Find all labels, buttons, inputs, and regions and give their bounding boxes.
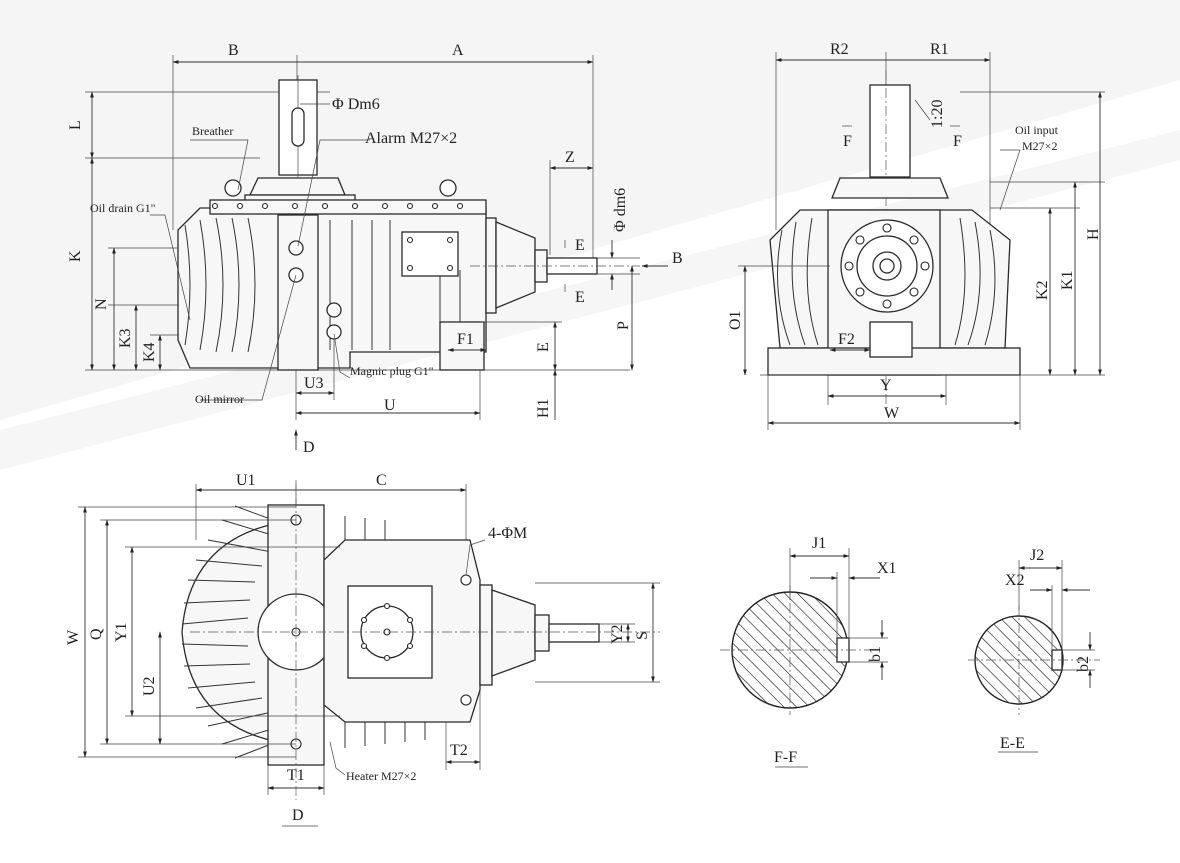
dim-C: C [376, 472, 387, 489]
dim-R1: R1 [930, 41, 949, 58]
callout-oil-input-thread: M27×2 [1022, 139, 1057, 153]
section-mark-E-bottom: E [575, 289, 585, 306]
view-mark-B: B [672, 250, 683, 267]
dim-T1: T1 [287, 767, 305, 784]
dim-b2: b2 [1075, 656, 1092, 672]
dim-H: H [1085, 228, 1102, 240]
section-mark-F-right: F [953, 133, 962, 150]
callout-dm6: Φ Dm6 [332, 96, 380, 113]
section-ee [968, 560, 1100, 753]
view-mark-D-top: D [303, 439, 315, 456]
callout-oil-input: Oil input [1015, 123, 1059, 137]
callout-magnic-plug: Magnic plug G1" [350, 364, 434, 378]
section-ff-title: F-F [774, 749, 797, 766]
dim-K4: K4 [141, 342, 158, 362]
dim-U3: U3 [304, 375, 324, 392]
dim-F2: F2 [838, 331, 855, 348]
dim-B: B [228, 42, 239, 59]
dim-O1: O1 [727, 310, 744, 330]
dim-U1: U1 [236, 472, 256, 489]
side-view-labels: R2 R1 F F 1:20 Oil input M27×2 H K1 K2 O… [727, 41, 1102, 422]
top-view-labels: U1 C 4-ΦM W Q Y1 U2 Y2 S T1 T2 Heater M2… [65, 472, 651, 824]
front-view-labels: B A L K N K3 K4 Φ Dm6 Breather Alarm M27… [67, 42, 683, 456]
dim-L: L [67, 120, 84, 130]
dim-W-side: W [884, 405, 900, 422]
callout-heater: Heater M27×2 [346, 769, 416, 783]
dim-K3: K3 [117, 328, 134, 348]
section-ee-labels: J2 X2 b2 E-E [1000, 547, 1092, 752]
section-mark-E-top: E [575, 237, 585, 254]
view-mark-D-bottom: D [292, 807, 304, 824]
callout-dm6-small: Φ dm6 [612, 188, 629, 232]
dim-P: P [615, 321, 632, 330]
section-ff-labels: J1 X1 b1 F-F [774, 535, 897, 766]
section-ff [720, 548, 888, 768]
front-view [85, 55, 668, 450]
dim-K2: K2 [1034, 280, 1051, 300]
dim-X1: X1 [877, 560, 897, 577]
side-view [738, 52, 1105, 430]
top-bolts [211, 202, 464, 210]
dim-K: K [67, 250, 84, 262]
callout-alarm: Alarm M27×2 [365, 130, 457, 147]
fin-lines-right [344, 516, 426, 748]
section-mark-F-left: F [843, 133, 852, 150]
dim-Z: Z [565, 149, 575, 166]
flange-bolts [844, 223, 930, 309]
callout-taper: 1:20 [929, 100, 946, 128]
dim-Y2: Y2 [609, 624, 626, 644]
dim-U: U [384, 397, 396, 414]
dim-Y1: Y1 [113, 622, 130, 642]
dim-W-top: W [65, 629, 82, 645]
dim-A: A [452, 42, 464, 59]
section-ee-title: E-E [1000, 735, 1025, 752]
dim-N: N [93, 298, 110, 310]
dim-J2: J2 [1030, 547, 1044, 564]
dim-T2: T2 [450, 742, 468, 759]
top-view [78, 480, 660, 827]
dim-b1: b1 [867, 646, 884, 662]
callout-holes: 4-ΦM [488, 525, 527, 542]
dim-J1: J1 [812, 535, 826, 552]
callout-breather: Breather [192, 124, 233, 138]
dim-R2: R2 [830, 41, 849, 58]
dim-S: S [634, 631, 651, 640]
dim-E: E [535, 342, 552, 352]
dim-H1: H1 [535, 398, 552, 418]
dim-X2: X2 [1005, 572, 1025, 589]
dim-Q: Q [88, 628, 105, 640]
dim-Y: Y [880, 377, 892, 394]
dim-U2: U2 [141, 676, 158, 696]
callout-oil-mirror: Oil mirror [195, 392, 244, 406]
dim-K1: K1 [1059, 270, 1076, 290]
callout-oil-drain: Oil drain G1" [90, 201, 156, 215]
dim-F1: F1 [457, 331, 474, 348]
